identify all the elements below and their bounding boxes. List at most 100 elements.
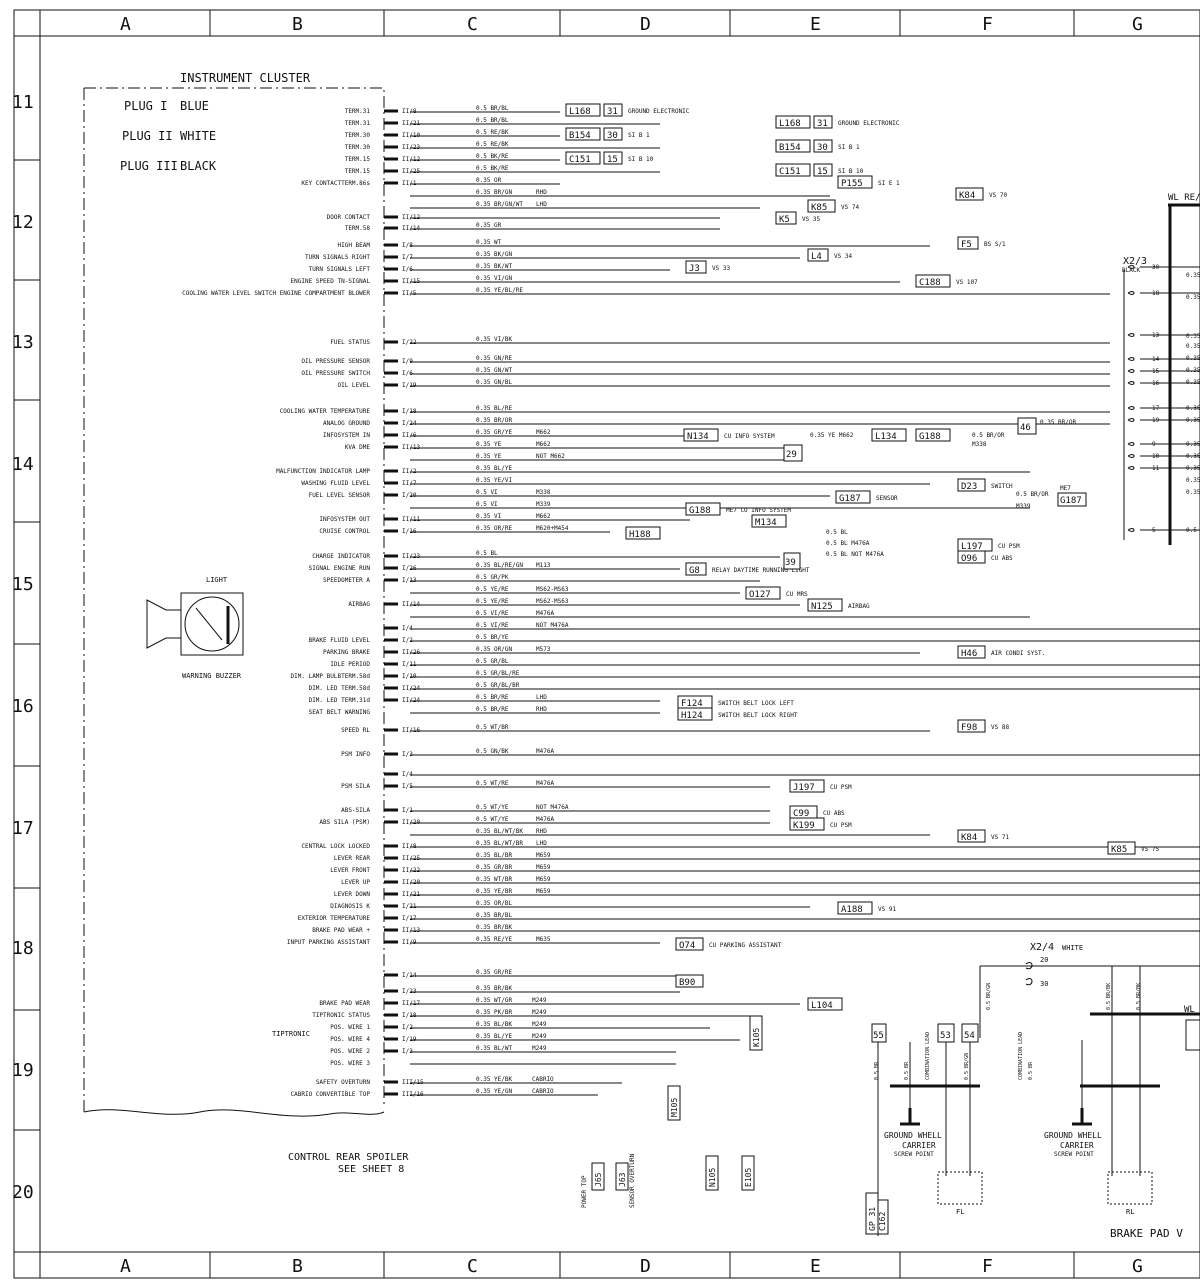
reference-note: SI B 1 bbox=[628, 132, 650, 139]
s4-label: 54 bbox=[964, 1031, 975, 1041]
see-sheet-8: SEE SHEET 8 bbox=[338, 1164, 404, 1175]
wire-option: M249 bbox=[532, 1021, 547, 1028]
cluster-title: INSTRUMENT CLUSTER bbox=[180, 71, 311, 85]
reference-code: P155 bbox=[841, 179, 863, 189]
pin-label: DOOR CONTACT bbox=[327, 214, 371, 221]
wire-option: M476A bbox=[536, 816, 554, 823]
reference-code: K85 bbox=[1111, 845, 1127, 855]
pin-label: PSM SILA bbox=[341, 783, 370, 790]
reference-code: M134 bbox=[755, 518, 777, 528]
pin-label: CHARGE INDICATOR bbox=[312, 553, 370, 560]
vertical-reference-code: J65 bbox=[594, 1172, 603, 1187]
reference-note: CU MRS bbox=[786, 591, 808, 598]
pin-label: DIM. LAMP BULBTERM.58d bbox=[291, 673, 371, 680]
reference-code: L134 bbox=[875, 432, 897, 442]
row-label: 16 bbox=[12, 696, 34, 717]
pin-label: HIGH BEAM bbox=[337, 242, 370, 249]
reference-note: ME7 CU INFO SYSTEM bbox=[726, 507, 791, 514]
vertical-reference: E105 bbox=[741, 1155, 755, 1191]
wire-code: 0.35 OR/RE bbox=[476, 525, 513, 532]
wire-option: M659 bbox=[536, 888, 551, 895]
pin-label: TERM.31 bbox=[345, 108, 371, 115]
pin-number: I/2 bbox=[402, 637, 413, 644]
wire-code: 0.5 VI/RE bbox=[476, 610, 509, 617]
reference-box: K85 VS 75 bbox=[1107, 841, 1159, 855]
reference-code: C151 bbox=[569, 155, 591, 165]
pin-label: TERM.58 bbox=[345, 225, 371, 232]
reference-note: SENSOR bbox=[876, 495, 898, 502]
row-label: 18 bbox=[12, 938, 34, 959]
reference-code: N134 bbox=[687, 432, 709, 442]
junction-29: 29 bbox=[783, 444, 803, 462]
vertical-reference-code: N105 bbox=[708, 1168, 717, 1187]
pin-number: II/9 bbox=[402, 939, 417, 946]
wire-code: 0.5 GN/BK bbox=[476, 748, 509, 755]
reference-code: L168 bbox=[779, 119, 801, 129]
connector-x23-name: X2/3 bbox=[1123, 256, 1147, 267]
reference-code: K84 bbox=[959, 191, 975, 201]
pin-label: LEVER UP bbox=[341, 879, 370, 886]
plug-3-name: PLUG III bbox=[120, 159, 178, 173]
bl-2: 0.5 BL M476A bbox=[826, 540, 870, 547]
reference-code: F124 bbox=[681, 699, 703, 709]
wire-option: M249 bbox=[532, 1009, 547, 1016]
power-top-label: POWER TOP bbox=[581, 1175, 588, 1208]
reference-code: G188 bbox=[689, 506, 711, 516]
pin-label: BRAKE FLUID LEVEL bbox=[309, 637, 371, 644]
br-or-m338: 0.5 BR/OR bbox=[972, 432, 1005, 439]
connector-x24-pin-20: 20 bbox=[1040, 956, 1048, 964]
wire-option: M249 bbox=[532, 1033, 547, 1040]
reference-code: C99 bbox=[793, 809, 809, 819]
pin-number: I/10 bbox=[402, 673, 417, 680]
column-label-top: C bbox=[467, 14, 478, 35]
w05br-label-2: 0.5 BR bbox=[904, 1061, 910, 1080]
pin-number: I/8 bbox=[402, 242, 413, 249]
reference-box: G8 RELAY DAYTIME RUNNING LIGHT bbox=[685, 562, 810, 576]
connector-wire: 0.35 bbox=[1186, 489, 1200, 496]
pin-label: LEVER DOWN bbox=[334, 891, 371, 898]
column-label-bottom: G bbox=[1132, 1256, 1143, 1277]
pin-label: SPEEDOMETER A bbox=[323, 577, 370, 584]
row-label: 17 bbox=[12, 818, 34, 839]
wire-option: M338 bbox=[536, 489, 551, 496]
reference-code: G8 bbox=[689, 566, 700, 576]
sensor-overturn-label: SENSOR OVERTURN bbox=[629, 1153, 636, 1208]
reference-box: G188 ME7 CU INFO SYSTEM bbox=[685, 502, 791, 516]
light-label: LIGHT bbox=[206, 576, 228, 584]
pin-label: TERM.30 bbox=[345, 132, 371, 139]
wire-option: RHD bbox=[536, 189, 547, 196]
wire-code: 0.5 WT/YE bbox=[476, 804, 509, 811]
wire-code: 0.35 GN/BL bbox=[476, 379, 513, 386]
reference-pin: 31 bbox=[607, 107, 618, 117]
plug-2-name: PLUG II bbox=[122, 129, 173, 143]
wire-option: M635 bbox=[536, 936, 551, 943]
column-label-top: D bbox=[640, 14, 651, 35]
pin-label: LEVER FRONT bbox=[330, 867, 370, 874]
pin-label: FUEL LEVEL SENSOR bbox=[309, 492, 371, 499]
pin-number: I/19 bbox=[402, 382, 417, 389]
pin-number: II/6 bbox=[402, 432, 417, 439]
wire-option: M476A bbox=[536, 780, 554, 787]
reference-code: D23 bbox=[961, 482, 977, 492]
connector-wire: 0.35 bbox=[1186, 453, 1200, 460]
wire-option: NOT M476A bbox=[536, 622, 569, 629]
connector-x24-color: WHITE bbox=[1062, 944, 1083, 952]
wire-code: 0.35 BK/GN bbox=[476, 251, 513, 258]
reference-pin: 30 bbox=[817, 143, 828, 153]
reference-note: RELAY DAYTIME RUNNING LIGHT bbox=[712, 567, 810, 574]
reference-note: VS 75 bbox=[1141, 846, 1159, 853]
reference-note: VS 74 bbox=[841, 204, 859, 211]
connector-wire: 0.35 bbox=[1186, 272, 1200, 279]
reference-code: J197 bbox=[793, 783, 815, 793]
reference-box: H188 bbox=[625, 526, 661, 540]
vertical-reference-code: E105 bbox=[744, 1168, 753, 1187]
pin-label: LEVER REAR bbox=[334, 855, 371, 862]
